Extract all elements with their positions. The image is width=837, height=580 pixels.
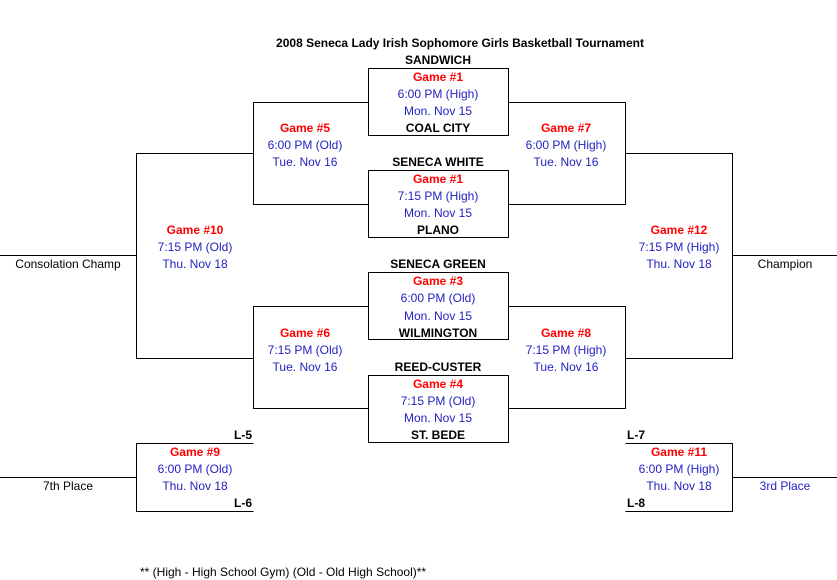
team-sandwich: SANDWICH [405, 53, 471, 67]
game-6-label: Game #6 [279, 326, 331, 340]
game-6-date: Tue. Nov 16 [272, 360, 338, 374]
game-12-label: Game #12 [650, 223, 708, 237]
game-12-time: 7:15 PM (High) [638, 240, 720, 254]
game-1b-date: Mon. Nov 15 [403, 206, 473, 220]
slot-l5: L-5 [234, 428, 252, 442]
game-1a-time: 6:00 PM (High) [397, 87, 479, 101]
game-11-time: 6:00 PM (High) [638, 462, 720, 476]
game-8-bracket [508, 306, 626, 409]
team-coal-city: COAL CITY [405, 121, 471, 135]
slot-l7: L-7 [627, 428, 645, 442]
game-10-label: Game #10 [166, 223, 224, 237]
game-8-label: Game #8 [540, 326, 592, 340]
game-6-time: 7:15 PM (Old) [267, 343, 343, 357]
team-seneca-green: SENECA GREEN [390, 257, 486, 271]
game-5-label: Game #5 [279, 121, 331, 135]
team-st-bede: ST. BEDE [410, 428, 466, 442]
slot-l6: L-6 [234, 496, 252, 510]
game-10-date: Thu. Nov 18 [162, 257, 228, 271]
game-9-label: Game #9 [169, 445, 221, 459]
game-3-date: Mon. Nov 15 [403, 309, 473, 323]
game-3-label: Game #3 [412, 274, 464, 288]
game-5-date: Tue. Nov 16 [272, 155, 338, 169]
game-11-date: Thu. Nov 18 [646, 479, 712, 493]
game-4-time: 7:15 PM (Old) [400, 394, 476, 408]
team-seneca-white: SENECA WHITE [392, 155, 484, 169]
game-1a-label: Game #1 [412, 70, 464, 84]
game-9-time: 6:00 PM (Old) [157, 462, 233, 476]
game-4-date: Mon. Nov 15 [403, 411, 473, 425]
page-title: 2008 Seneca Lady Irish Sophomore Girls B… [276, 36, 644, 50]
game-7-bracket [508, 102, 626, 205]
team-plano: PLANO [417, 223, 459, 237]
game-1b-label: Game #1 [412, 172, 464, 186]
game-12-date: Thu. Nov 18 [646, 257, 712, 271]
place-consolation: Consolation Champ [15, 257, 121, 271]
game-4-label: Game #4 [412, 377, 464, 391]
footnote: ** (High - High School Gym) (Old - Old H… [140, 565, 427, 579]
game-5-bracket [253, 102, 369, 205]
place-champion: Champion [757, 257, 813, 271]
game-7-label: Game #7 [540, 121, 592, 135]
game-11-label: Game #11 [650, 445, 708, 459]
game-7-time: 6:00 PM (High) [525, 138, 607, 152]
game-3-time: 6:00 PM (Old) [400, 291, 476, 305]
game-6-bracket [253, 306, 369, 409]
place-third: 3rd Place [759, 479, 811, 493]
slot-l8: L-8 [627, 496, 645, 510]
game-8-time: 7:15 PM (High) [525, 343, 607, 357]
game-12-bracket [625, 153, 733, 359]
game-10-bracket [136, 153, 254, 359]
team-wilmington: WILMINGTON [398, 326, 478, 340]
game-9-date: Thu. Nov 18 [162, 479, 228, 493]
game-7-date: Tue. Nov 16 [533, 155, 599, 169]
game-5-time: 6:00 PM (Old) [267, 138, 343, 152]
game-10-time: 7:15 PM (Old) [157, 240, 233, 254]
team-reed-custer: REED-CUSTER [394, 360, 482, 374]
place-seventh: 7th Place [42, 479, 94, 493]
game-1a-date: Mon. Nov 15 [403, 104, 473, 118]
game-8-date: Tue. Nov 16 [533, 360, 599, 374]
game-1b-time: 7:15 PM (High) [397, 189, 479, 203]
